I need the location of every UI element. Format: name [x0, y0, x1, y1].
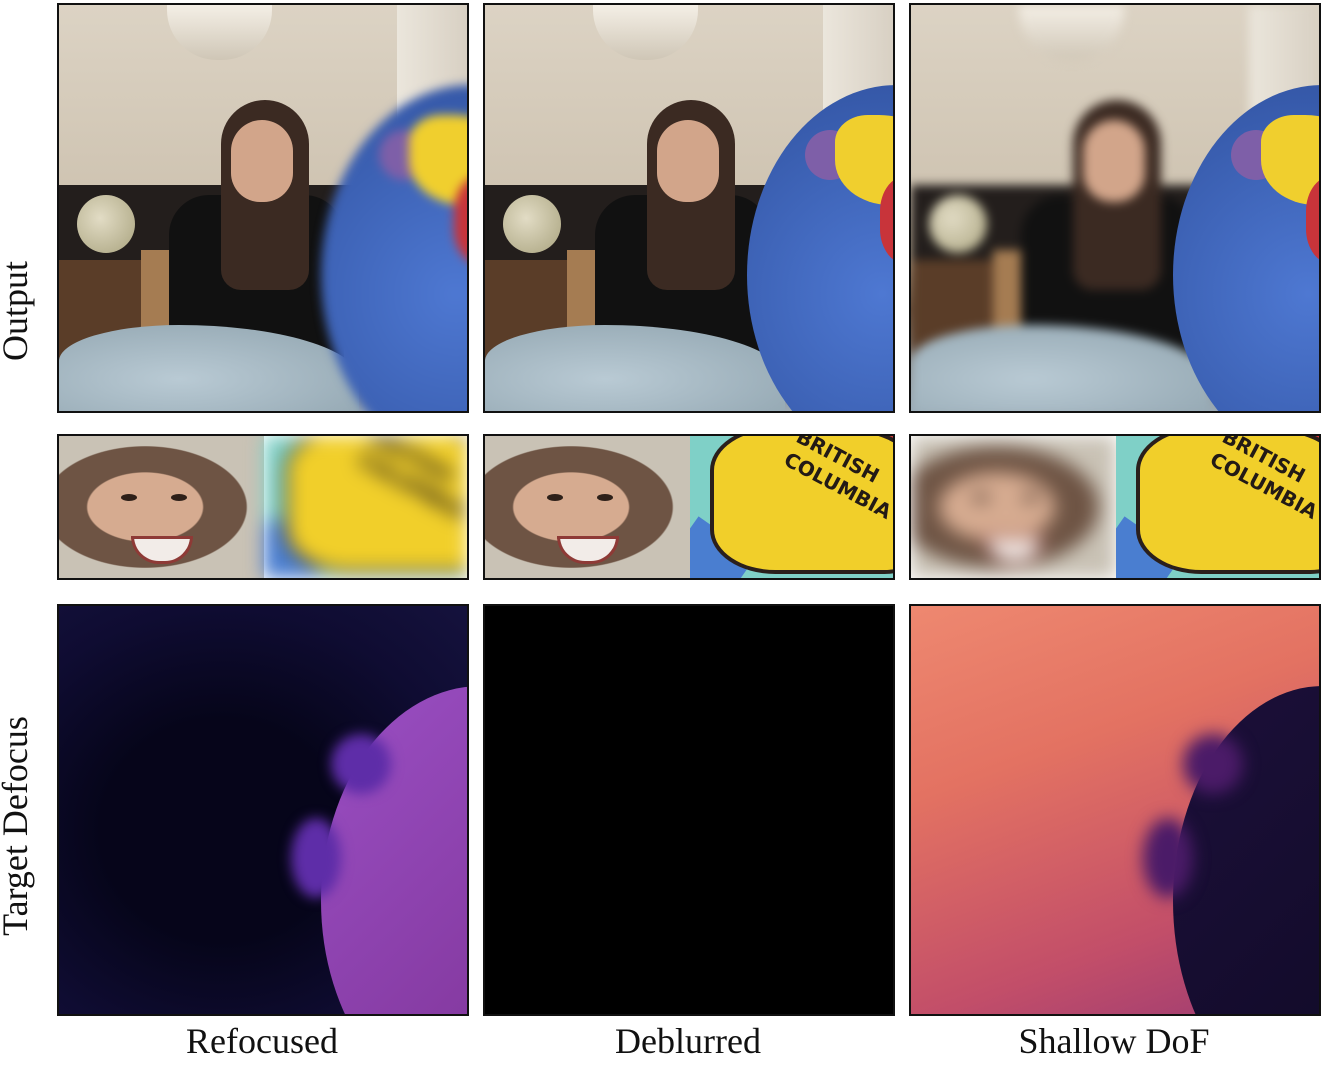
face-crop [59, 436, 264, 578]
column-label-deblurred: Deblurred [615, 1021, 761, 1061]
output-image-shallow-dof [909, 3, 1321, 413]
row-label-target-defocus: Target Defocus [0, 716, 35, 936]
defocus-map-shallow-dof [909, 604, 1321, 1016]
output-image-refocused [57, 3, 469, 413]
defocus-map-refocused [57, 604, 469, 1016]
column-label-refocused: Refocused [186, 1021, 338, 1061]
face-crop [485, 436, 690, 578]
row-label-output: Output [0, 260, 36, 362]
column-label-shallow-dof: Shallow DoF [1018, 1021, 1210, 1061]
output-image-deblurred [483, 3, 895, 413]
defocus-map-deblurred [483, 604, 895, 1016]
face-crop [911, 436, 1116, 578]
